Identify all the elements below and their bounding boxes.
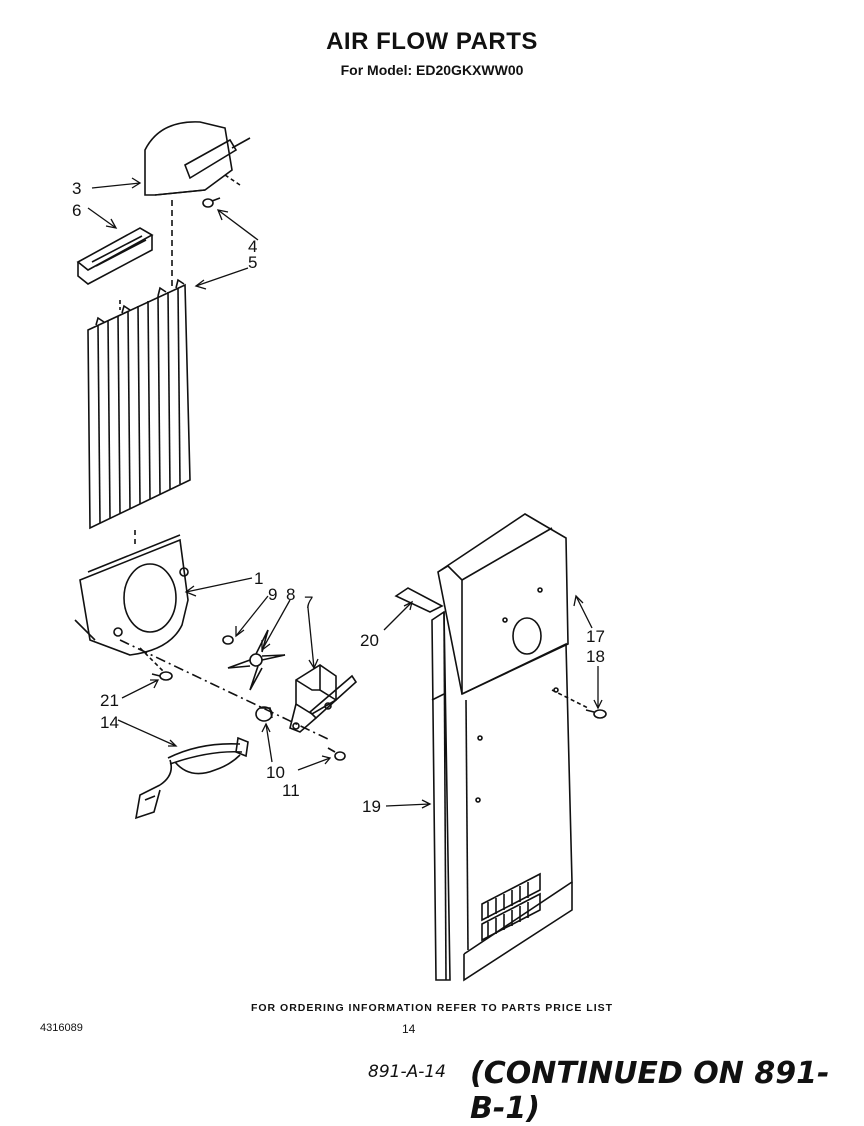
- document-number: 4316089: [40, 1022, 83, 1034]
- part-side-trim: [431, 610, 451, 981]
- callout-6: 6: [72, 201, 81, 220]
- continued-note: (CONTINUED ON 891-B-1): [470, 1056, 830, 1126]
- page-title: AIR FLOW PARTS: [326, 28, 538, 55]
- callout-10: 10: [266, 763, 285, 782]
- callout-18: 18: [586, 647, 605, 666]
- callout-4: 4: [248, 237, 257, 256]
- part-nut-9: [222, 635, 234, 645]
- part-grommet: [255, 706, 273, 722]
- callout-1: 1: [254, 569, 263, 588]
- exploded-parts-diagram: 3 6 4 5 1 9 8 7 20 17 18 21 14 10 11 19: [72, 121, 607, 982]
- model-subtitle: For Model: ED20GKXWW00: [340, 62, 524, 78]
- part-screw-4: [202, 197, 221, 208]
- callout-20: 20: [360, 631, 379, 650]
- handwritten-reference: 891-A-14: [368, 1062, 446, 1082]
- callout-19: 19: [362, 797, 381, 816]
- callout-17: 17: [586, 627, 605, 646]
- callout-7: 7: [304, 593, 313, 612]
- page-number: 14: [402, 1022, 416, 1036]
- ordering-note: FOR ORDERING INFORMATION REFER TO PARTS …: [250, 1002, 614, 1014]
- part-evaporator-cover: [87, 278, 191, 530]
- callout-5: 5: [248, 253, 257, 272]
- callout-11: 11: [282, 781, 300, 800]
- part-screw-11: [327, 747, 346, 761]
- part-rear-panel: [437, 513, 573, 982]
- part-fan-blade: [227, 629, 286, 691]
- callout-14: 14: [100, 713, 119, 732]
- part-screw-18: [585, 709, 607, 719]
- callout-8: 8: [286, 585, 295, 604]
- leader-lines: [87, 177, 603, 809]
- part-fan-motor: [289, 664, 358, 733]
- part-wire-harness: [134, 736, 249, 820]
- part-duct-cover: [144, 121, 251, 196]
- callout-3: 3: [72, 179, 81, 198]
- part-gasket-strip: [394, 587, 444, 613]
- part-screw-21: [151, 671, 173, 681]
- callout-21: 21: [100, 691, 119, 710]
- callout-9: 9: [268, 585, 277, 604]
- part-fan-shroud: [79, 534, 189, 656]
- part-grille: [76, 227, 154, 285]
